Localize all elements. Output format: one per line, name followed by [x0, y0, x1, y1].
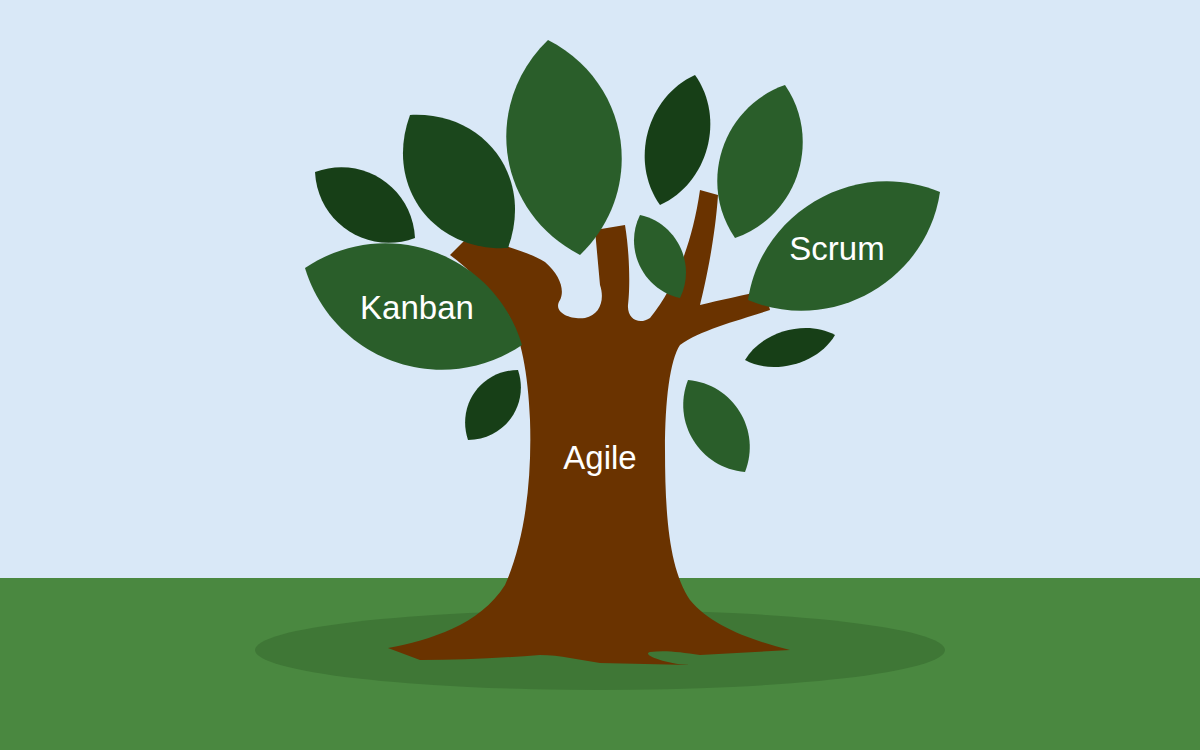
leaf: [403, 115, 515, 248]
leaf: [745, 328, 835, 367]
leaf: [717, 85, 802, 238]
node-label: Agile: [563, 440, 636, 476]
leaf: [315, 167, 415, 243]
leaf-node: Kanban: [246, 209, 581, 404]
leaf: [683, 380, 750, 472]
leaf: [506, 40, 621, 255]
node-outline: [388, 190, 790, 665]
node-label: Scrum: [789, 231, 884, 267]
leaf: [634, 215, 686, 298]
leaf: [645, 75, 711, 205]
leaf-node: Scrum: [694, 138, 994, 354]
node-outline: [748, 181, 940, 311]
leaf: [465, 370, 521, 440]
node-label: Kanban: [360, 290, 474, 326]
